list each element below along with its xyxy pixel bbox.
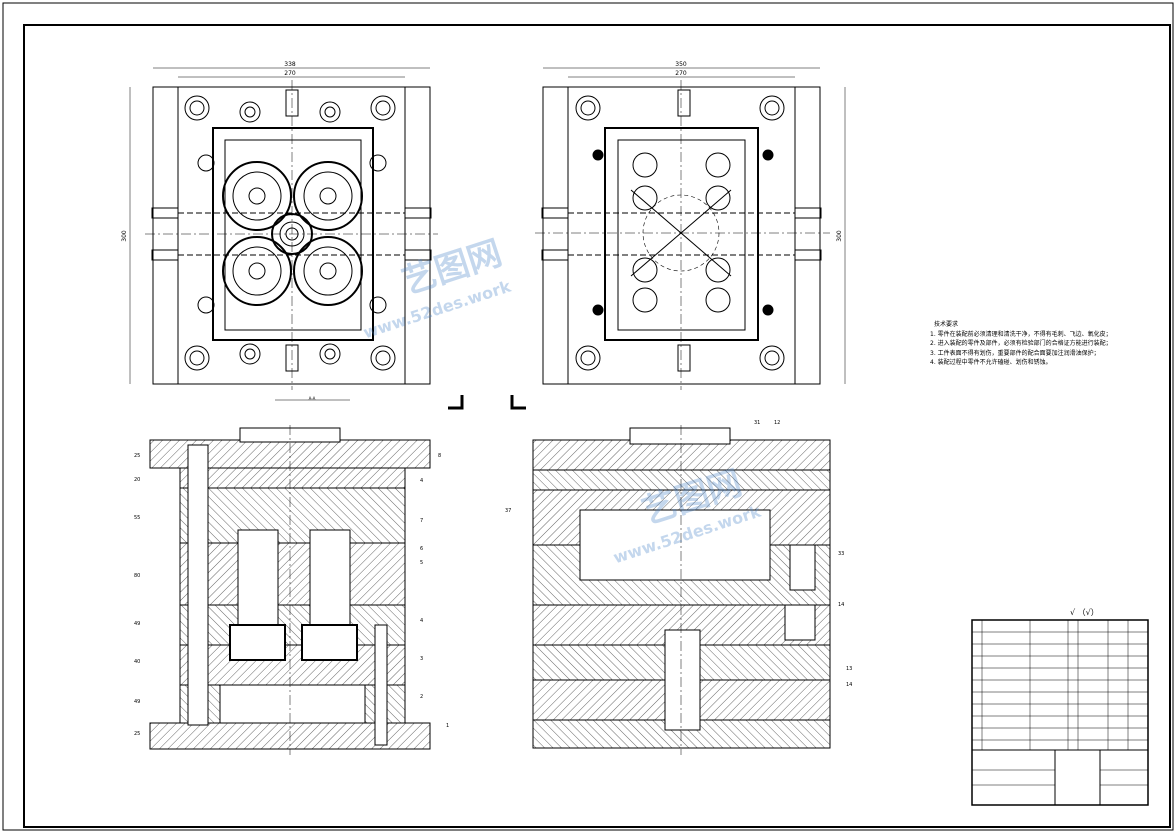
callout-left-4: 6	[420, 546, 424, 552]
tech-notes-title: 技术要求	[934, 321, 959, 328]
callout-group-right: 31 12 37 33 14 13 14	[500, 420, 853, 720]
callout-right-2: 12	[774, 420, 781, 426]
section-dim-4: 80	[134, 573, 141, 579]
left-section-dims: 25 20 55 80 49 40 49 25	[128, 445, 148, 745]
section-dim-7: 49	[134, 699, 141, 705]
callout-left-7: 3	[420, 656, 424, 662]
section-view-caption: A-A	[309, 396, 316, 401]
callout-right-3: 37	[505, 508, 512, 514]
callout-left-5: 5	[420, 560, 424, 566]
top-right-plan-view	[535, 67, 846, 390]
section-dim-2: 20	[134, 477, 141, 483]
roughness-symbol: √ （√）	[1070, 608, 1099, 617]
tech-note-4: 4. 装配过程中零件不允许磕碰、划伤和锈蚀。	[930, 359, 1052, 366]
section-dim-3: 55	[134, 515, 141, 521]
callout-left-1: 8	[438, 453, 442, 459]
callout-right-1: 31	[754, 420, 761, 426]
callout-left-8: 2	[420, 694, 424, 700]
top-left-plan-view	[129, 67, 438, 390]
tech-note-3: 3. 工件表面不得有划伤，重要部件的配合面要加注润滑油保护；	[930, 349, 1100, 357]
dim-top-right-outer: 350	[675, 61, 687, 68]
callout-right-6: 13	[846, 666, 853, 672]
dim-top-right-inner: 270	[675, 70, 687, 77]
callout-left-2: 4	[420, 478, 424, 484]
inner-frame	[23, 24, 1171, 828]
section-dim-1: 25	[134, 453, 141, 459]
dim-top-left-outer: 338	[284, 61, 296, 68]
section-dim-6: 40	[134, 659, 141, 665]
callout-right-7: 14	[846, 682, 853, 688]
tech-note-2: 2. 进入装配的零件及部件，必须有检验部门的合格证方能进行装配；	[930, 340, 1112, 347]
dim-top-left-inner: 270	[284, 70, 296, 77]
section-dim-5: 49	[134, 621, 141, 627]
title-block	[971, 619, 1149, 806]
dim-top-left-height: 300	[121, 230, 128, 242]
callout-left-6: 4	[420, 618, 424, 624]
technical-requirements: 技术要求 1. 零件在装配前必须清理和清洗干净，不得有毛刺、飞边、氧化皮； 2.…	[930, 320, 1160, 368]
callout-left-9: 1	[446, 723, 450, 729]
section-mark-left	[448, 395, 464, 410]
section-dim-8: 25	[134, 731, 141, 737]
section-mark-right	[510, 395, 526, 410]
dim-top-right-height: 300	[836, 230, 843, 242]
callout-group-left: 8 4 7 6 5 4 3 2 1	[420, 450, 454, 740]
tech-note-1: 1. 零件在装配前必须清理和清洗干净，不得有毛刺、飞边、氧化皮；	[930, 330, 1112, 338]
bottom-right-section-view	[532, 425, 831, 755]
callout-left-3: 7	[420, 518, 424, 524]
callout-right-4: 33	[838, 551, 845, 557]
callout-right-5: 14	[838, 602, 845, 608]
bottom-left-section-view	[149, 425, 431, 755]
